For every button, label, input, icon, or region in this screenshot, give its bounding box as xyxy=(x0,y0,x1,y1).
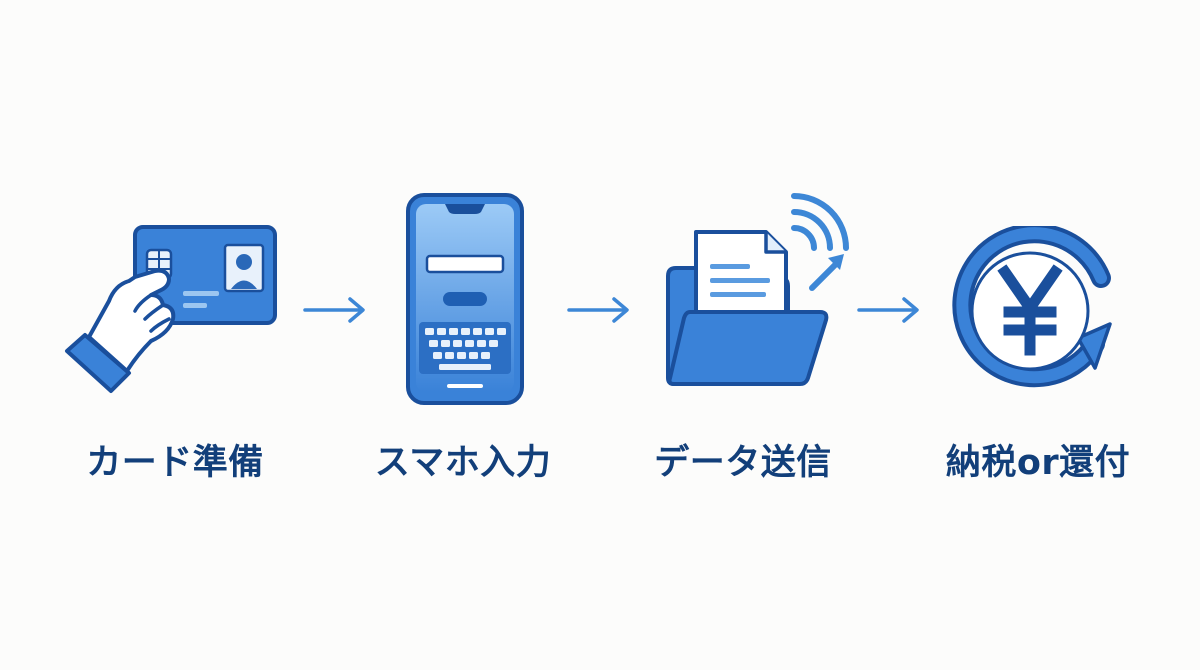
smartphone-keyboard-icon xyxy=(406,193,524,405)
hand-holding-id-card-icon xyxy=(65,225,277,393)
step-label-data-send: データ送信 xyxy=(654,443,832,483)
step-label-smartphone-input: スマホ入力 xyxy=(374,443,552,483)
folder-document-send-icon xyxy=(666,193,849,386)
yen-cycle-icon xyxy=(952,226,1112,388)
step-label-card-prep: カード準備 xyxy=(86,443,264,483)
arrow-right-icon xyxy=(857,297,919,323)
step-label-tax-or-refund: 納税or還付 xyxy=(945,443,1131,483)
arrow-right-icon xyxy=(303,297,365,323)
arrow-right-icon xyxy=(567,297,629,323)
